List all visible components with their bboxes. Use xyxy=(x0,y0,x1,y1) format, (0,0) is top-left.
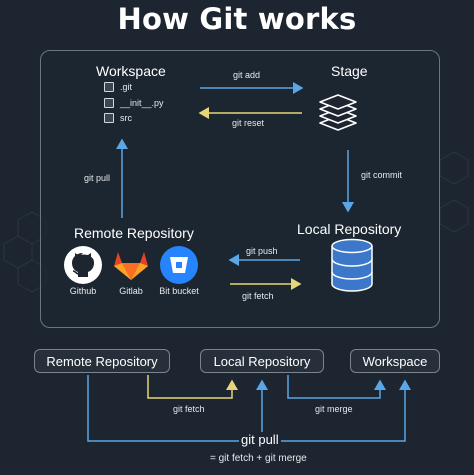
git-reset-label: git reset xyxy=(232,118,265,128)
git-commit-label: git commit xyxy=(361,170,403,180)
page-title: How Git works xyxy=(117,2,357,36)
bitbucket-icon xyxy=(170,257,188,273)
git-pull-equation: = git fetch + git merge xyxy=(210,453,307,464)
bottom-workspace-box: Workspace xyxy=(350,349,440,373)
remote-repository-title: Remote Repository xyxy=(74,225,194,241)
stage-title: Stage xyxy=(331,63,368,79)
gitlab-icon xyxy=(114,252,148,280)
bottom-git-pull-label: git pull xyxy=(239,432,281,447)
bitbucket-logo xyxy=(160,246,198,284)
database-icon xyxy=(331,238,373,292)
git-fetch-label: git fetch xyxy=(242,291,274,301)
file-item: src xyxy=(104,113,132,123)
git-flow-panel xyxy=(40,50,440,328)
checkbox-icon xyxy=(104,113,114,123)
local-repository-title: Local Repository xyxy=(297,221,402,237)
bottom-git-fetch-arrow xyxy=(147,375,238,399)
file-item: __init__.py xyxy=(104,98,164,108)
bottom-git-merge-label: git merge xyxy=(315,404,353,414)
github-logo xyxy=(64,246,102,284)
git-push-label: git push xyxy=(246,246,278,256)
bottom-git-merge-arrow xyxy=(287,375,386,399)
stack-layers-icon xyxy=(319,94,357,131)
git-add-label: git add xyxy=(233,70,261,80)
bitbucket-label: Bit bucket xyxy=(159,286,199,296)
github-icon xyxy=(72,253,94,277)
file-item: .git xyxy=(104,82,132,92)
git-pull-label: git pull xyxy=(84,173,111,183)
bottom-local-repository-box: Local Repository xyxy=(200,349,324,373)
gitlab-label: Gitlab xyxy=(119,286,143,296)
checkbox-icon xyxy=(104,98,114,108)
workspace-title: Workspace xyxy=(96,63,166,79)
checkbox-icon xyxy=(104,82,114,92)
github-label: Github xyxy=(69,286,97,296)
bottom-git-fetch-label: git fetch xyxy=(173,404,205,414)
bottom-remote-repository-box: Remote Repository xyxy=(34,349,170,373)
